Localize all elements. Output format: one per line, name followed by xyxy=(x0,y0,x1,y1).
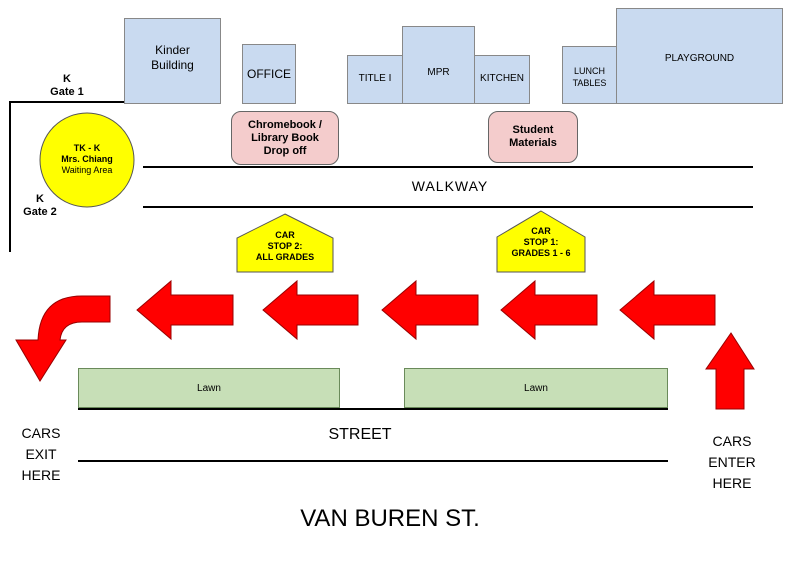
car-stop-2-label: CAR STOP 2: ALL GRADES xyxy=(237,230,333,263)
car-stop-1-line2: STOP 1: xyxy=(523,237,559,247)
mpr-building: MPR xyxy=(402,26,475,104)
waiting-area-text: Waiting Area xyxy=(61,165,113,175)
car-stop-2-line1: CAR xyxy=(275,230,295,240)
kinder-gate-2-label: K Gate 2 xyxy=(12,193,68,219)
car-stop-1-line1: CAR xyxy=(531,226,551,236)
exit-curve-arrow xyxy=(15,295,111,382)
chromebook-dropoff: Chromebook / Library Book Drop off xyxy=(231,111,339,165)
car-stop-1-label: CAR STOP 1: GRADES 1 - 6 xyxy=(497,226,585,259)
car-stop-2-sign xyxy=(236,213,334,273)
lunch-tables-area: LUNCH TABLES xyxy=(562,46,617,104)
gate-1-letter: K xyxy=(63,73,71,85)
walkway-label: WALKWAY xyxy=(411,178,489,194)
chromebook-dropoff-label: Chromebook / Library Book Drop off xyxy=(248,118,322,157)
cars-exit-line2: EXIT xyxy=(25,446,57,462)
lunch-tables-label: LUNCH TABLES xyxy=(572,66,607,88)
mpr-label: MPR xyxy=(427,67,450,78)
cars-enter-label: CARS ENTER HERE xyxy=(692,431,772,494)
kitchen-label: KITCHEN xyxy=(480,73,524,84)
waiting-area-grade: TK - K xyxy=(73,143,101,153)
street-label: STREET xyxy=(328,426,392,443)
gate-2-letter: K xyxy=(36,193,44,205)
waiting-area-teacher: Mrs. Chiang xyxy=(61,154,113,164)
car-stop-2-line3: ALL GRADES xyxy=(255,252,315,262)
cars-enter-line2: ENTER xyxy=(708,454,756,470)
enter-up-arrow xyxy=(705,332,755,410)
title-1-label: TITLE I xyxy=(358,73,392,84)
office-building: OFFICE xyxy=(242,44,296,104)
lawn-right-label: Lawn xyxy=(524,382,548,394)
traffic-arrow-left-5 xyxy=(619,279,716,341)
car-stop-1-line3: GRADES 1 - 6 xyxy=(511,248,571,258)
waiting-area-circle xyxy=(39,112,135,208)
traffic-arrow-left-4 xyxy=(500,279,598,341)
office-building-label: OFFICE xyxy=(247,67,291,81)
gate-1-text: Gate 1 xyxy=(50,86,84,98)
car-stop-2-line2: STOP 2: xyxy=(267,241,303,251)
lawn-right: Lawn xyxy=(404,368,668,408)
waiting-area-label: TK - K Mrs. Chiang Waiting Area xyxy=(42,143,132,176)
student-materials-dropoff: Student Materials xyxy=(488,111,578,163)
lawn-left: Lawn xyxy=(78,368,340,408)
cars-exit-label: CARS EXIT HERE xyxy=(6,423,76,486)
kinder-gate-boundary xyxy=(9,101,124,252)
playground-label: PLAYGROUND xyxy=(664,53,735,64)
kinder-building-label: Kinder Building xyxy=(151,43,194,72)
cars-exit-line1: CARS xyxy=(21,425,61,441)
gate-2-text: Gate 2 xyxy=(23,206,57,218)
kinder-building: Kinder Building xyxy=(124,18,221,104)
student-materials-label: Student Materials xyxy=(509,124,557,149)
traffic-arrow-left-2 xyxy=(262,279,359,341)
road-name: VAN BUREN ST. xyxy=(300,505,480,532)
kinder-gate-1-label: K Gate 1 xyxy=(36,73,98,99)
car-stop-1-sign xyxy=(496,210,586,273)
cars-exit-line3: HERE xyxy=(21,467,61,483)
cars-enter-line1: CARS xyxy=(712,433,752,449)
traffic-arrow-left-3 xyxy=(381,279,479,341)
playground-area: PLAYGROUND xyxy=(616,8,783,104)
kitchen-building: KITCHEN xyxy=(474,55,530,104)
cars-enter-line3: HERE xyxy=(712,475,752,491)
traffic-arrow-left-1 xyxy=(136,279,234,341)
lawn-left-label: Lawn xyxy=(197,382,221,394)
title-1-building: TITLE I xyxy=(347,55,403,104)
